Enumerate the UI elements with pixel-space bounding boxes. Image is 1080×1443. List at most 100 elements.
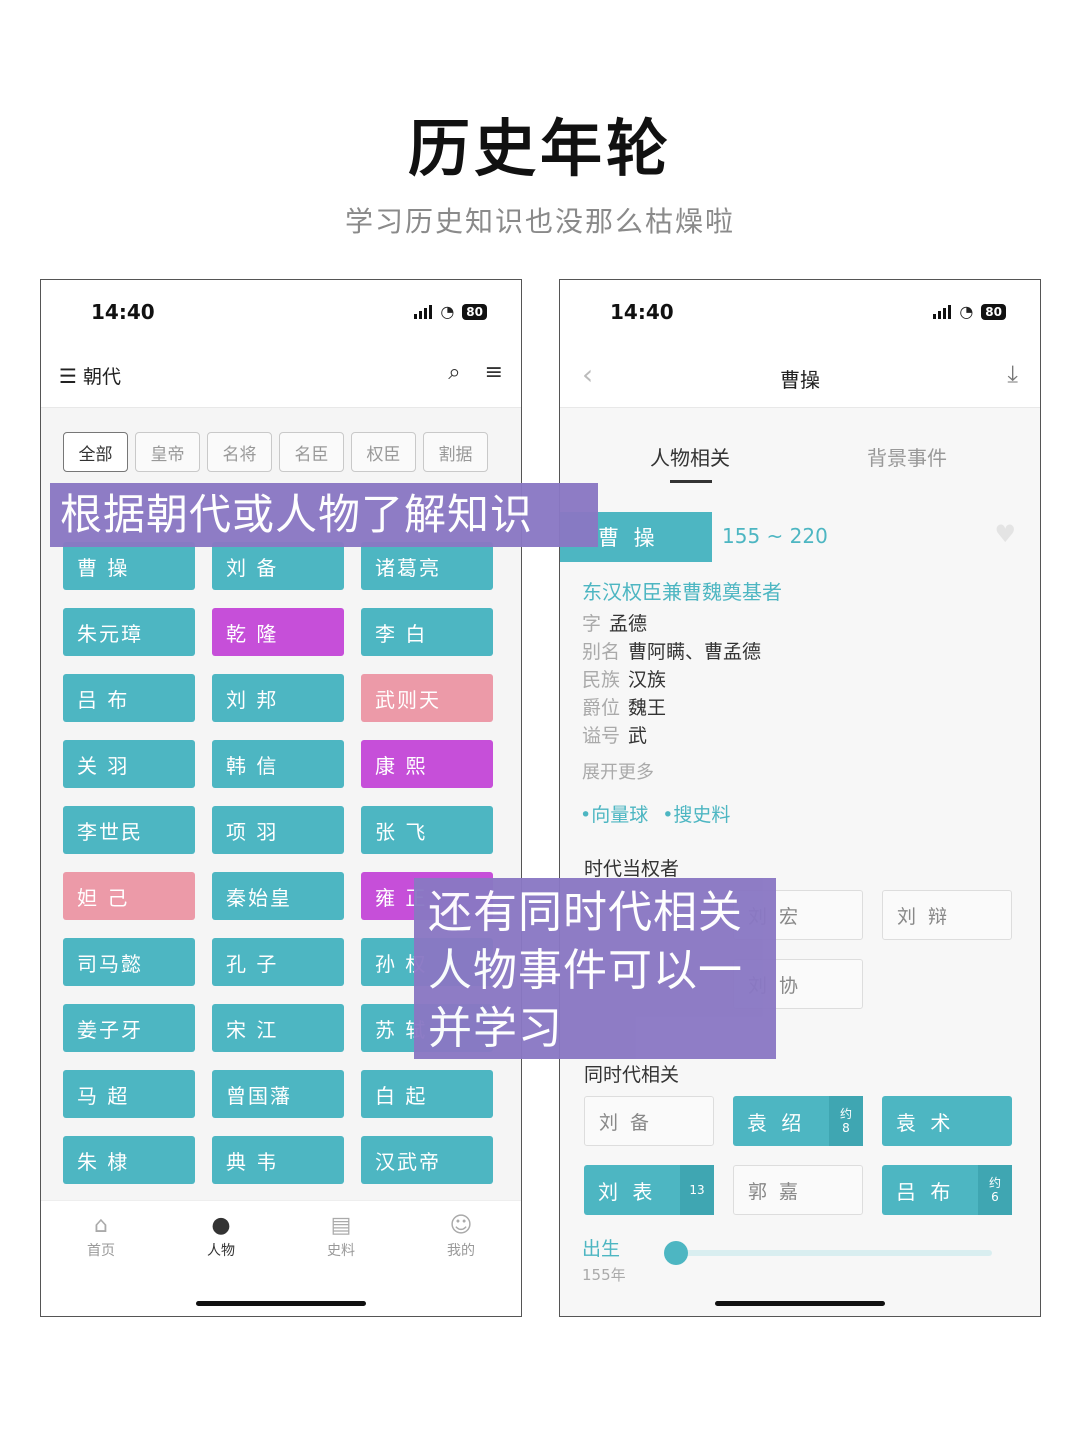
timeline-slider-handle[interactable] <box>664 1241 688 1265</box>
person-years: 155 ~ 220 <box>722 524 828 548</box>
category-filter-row: 全部 皇帝 名将 名臣 权臣 割据 <box>63 432 488 472</box>
signal-icon <box>933 304 952 319</box>
dynasty-menu-label: 朝代 <box>82 366 121 388</box>
related-person-card[interactable]: 郭 嘉 <box>733 1165 863 1215</box>
back-chevron-icon[interactable]: ‹ <box>582 358 594 391</box>
person-grid-item[interactable]: 秦始皇 <box>212 872 344 920</box>
caption-overlay-dynasty: 根据朝代或人物了解知识 <box>50 483 598 547</box>
tab-background-events[interactable]: 背景事件 <box>867 446 947 470</box>
person-grid-item[interactable]: 司马懿 <box>63 938 195 986</box>
book-icon: ▤ <box>330 1213 352 1238</box>
person-grid-item[interactable]: 姜子牙 <box>63 1004 195 1052</box>
filter-chip-powerful-minister[interactable]: 权臣 <box>351 432 416 472</box>
birth-label: 出生 <box>582 1238 621 1260</box>
battery-icon: 80 <box>981 303 1006 320</box>
related-person-card[interactable]: 刘 表 13 <box>584 1165 714 1215</box>
home-icon: ⌂ <box>94 1213 108 1238</box>
info-row: 谥号武 <box>582 725 648 747</box>
status-time: 14:40 <box>610 300 674 324</box>
person-info-list: 字孟德 别名曹阿瞒、曹孟德 民族汉族 爵位魏王 谥号武 <box>582 610 761 750</box>
overlap-badge: 13 <box>680 1165 714 1215</box>
filter-chip-minister[interactable]: 名臣 <box>279 432 344 472</box>
person-grid-item[interactable]: 诸葛亮 <box>361 542 493 590</box>
tab-history-material[interactable]: ▤ 史料 <box>301 1213 381 1260</box>
filter-chip-general[interactable]: 名将 <box>207 432 272 472</box>
person-grid-item[interactable]: 乾 隆 <box>212 608 344 656</box>
person-grid-item[interactable]: 朱元璋 <box>63 608 195 656</box>
tab-home[interactable]: ⌂ 首页 <box>61 1213 141 1260</box>
status-bar: 14:40 ◔ 80 <box>560 280 1040 346</box>
person-grid-item[interactable]: 白 起 <box>361 1070 493 1118</box>
active-tab-indicator <box>670 480 712 483</box>
signal-icon <box>414 304 433 319</box>
user-icon: ☺ <box>449 1213 473 1238</box>
person-grid-item[interactable]: 孔 子 <box>212 938 344 986</box>
person-icon: ● <box>211 1213 231 1238</box>
related-person-card[interactable]: 刘 备 <box>584 1096 714 1146</box>
person-grid-item[interactable]: 朱 棣 <box>63 1136 195 1184</box>
person-grid-item[interactable]: 项 羽 <box>212 806 344 854</box>
tab-mine[interactable]: ☺ 我的 <box>421 1213 501 1260</box>
home-indicator <box>196 1301 366 1306</box>
top-nav: ‹ 曹操 ⤓ <box>560 346 1040 408</box>
person-grid-item[interactable]: 妲 己 <box>63 872 195 920</box>
page-title: 历史年轮 <box>407 112 672 185</box>
heart-icon[interactable]: ♥ <box>994 520 1016 548</box>
person-grid-item[interactable]: 典 韦 <box>212 1136 344 1184</box>
detail-tabs: 人物相关 背景事件 <box>560 408 1040 504</box>
top-nav: ☰ 朝代 ⌕ ≡ <box>41 346 521 408</box>
vector-ball-link[interactable]: •向量球 <box>580 804 649 826</box>
person-role: 东汉权臣兼曹魏奠基者 <box>582 580 782 604</box>
search-history-link[interactable]: •搜史料 <box>662 804 731 826</box>
phone-screenshot-person-detail: 14:40 ◔ 80 ‹ 曹操 ⤓ 人物相关 背景事件 曹 操 155 ~ 22… <box>559 279 1041 1317</box>
dynasty-menu-button[interactable]: ☰ 朝代 <box>59 362 121 389</box>
person-grid-item[interactable]: 吕 布 <box>63 674 195 722</box>
person-grid-item[interactable]: 李 白 <box>361 608 493 656</box>
person-grid-item[interactable]: 关 羽 <box>63 740 195 788</box>
phone-screenshot-dynasty-list: 14:40 ◔ 80 ☰ 朝代 ⌕ ≡ 全部 皇帝 名将 名臣 权臣 割据 曹 … <box>40 279 522 1317</box>
home-indicator <box>715 1301 885 1306</box>
battery-icon: 80 <box>462 303 487 320</box>
tab-people[interactable]: ● 人物 <box>181 1213 261 1260</box>
related-section-title: 同时代相关 <box>584 1064 680 1086</box>
person-nav-title: 曹操 <box>780 368 820 392</box>
person-grid-item[interactable]: 李世民 <box>63 806 195 854</box>
person-grid-item[interactable]: 刘 备 <box>212 542 344 590</box>
person-grid-item[interactable]: 刘 邦 <box>212 674 344 722</box>
person-grid-item[interactable]: 马 超 <box>63 1070 195 1118</box>
filter-chip-emperor[interactable]: 皇帝 <box>135 432 200 472</box>
status-bar: 14:40 ◔ 80 <box>41 280 521 346</box>
person-grid-item[interactable]: 曾国藩 <box>212 1070 344 1118</box>
person-grid-item[interactable]: 曹 操 <box>63 542 195 590</box>
search-icon[interactable]: ⌕ <box>448 360 461 385</box>
expand-more-link[interactable]: 展开更多 <box>582 762 654 783</box>
filter-chip-warlord[interactable]: 割据 <box>423 432 488 472</box>
wifi-icon: ◔ <box>440 302 455 321</box>
person-grid-item[interactable]: 张 飞 <box>361 806 493 854</box>
filter-chip-all[interactable]: 全部 <box>63 432 128 472</box>
caption-overlay-related: 还有同时代相关人物事件可以一并学习 <box>414 878 776 1059</box>
person-grid: 曹 操刘 备诸葛亮朱元璋乾 隆李 白吕 布刘 邦武则天关 羽韩 信康 熙李世民项… <box>63 542 495 1184</box>
person-grid-item[interactable]: 武则天 <box>361 674 493 722</box>
rulers-section-title: 时代当权者 <box>584 858 680 880</box>
person-grid-item[interactable]: 康 熙 <box>361 740 493 788</box>
tab-history-material-label: 史料 <box>327 1243 355 1259</box>
timeline-slider[interactable] <box>672 1250 992 1256</box>
person-grid-item[interactable]: 汉武帝 <box>361 1136 493 1184</box>
tab-mine-label: 我的 <box>447 1243 475 1259</box>
list-menu-icon: ☰ <box>59 363 77 388</box>
person-grid-item[interactable]: 宋 江 <box>212 1004 344 1052</box>
tab-home-label: 首页 <box>87 1243 115 1259</box>
ruler-card[interactable]: 刘 辩 <box>882 890 1012 940</box>
info-row: 别名曹阿瞒、曹孟德 <box>582 641 762 663</box>
person-grid-item[interactable]: 韩 信 <box>212 740 344 788</box>
tab-person-related[interactable]: 人物相关 <box>650 446 730 470</box>
filter-icon[interactable]: ≡ <box>484 360 503 385</box>
download-icon[interactable]: ⤓ <box>1007 360 1018 388</box>
related-links: •向量球 •搜史料 <box>580 800 730 827</box>
related-person-card[interactable]: 袁 术 <box>882 1096 1012 1146</box>
